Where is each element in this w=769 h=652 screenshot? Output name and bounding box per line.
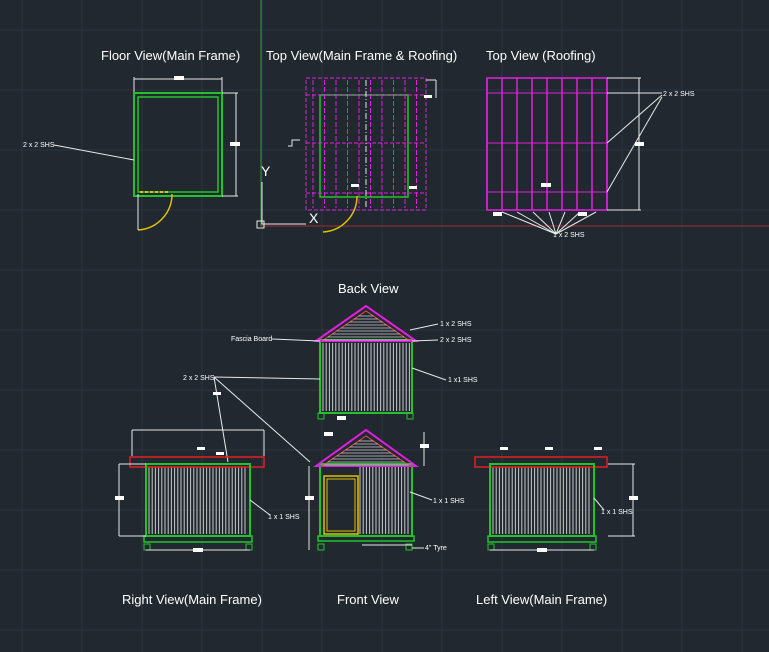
ucs-x-label: X <box>309 210 319 226</box>
callout-1x2-shs-back: 1 x 2 SHS <box>440 321 472 328</box>
callout-1x1-shs-back: 1 x1 SHS <box>448 377 478 384</box>
callout-2x2-shs-elevations: 2 x 2 SHS <box>183 375 215 382</box>
top-view-main-frame-roofing[interactable] <box>288 77 437 233</box>
callout-2x2-shs-roof: 2 x 2 SHS <box>663 91 695 98</box>
top-view-roofing[interactable]: 2 x 2 SHS 1 x 2 SHS <box>486 77 695 239</box>
title-right-view: Right View(Main Frame) <box>122 592 262 607</box>
callout-1x1-shs-left: 1 x 1 SHS <box>601 509 633 516</box>
floor-view[interactable]: 2 x 2 SHS <box>23 76 240 231</box>
ucs-icon: Y X <box>256 163 319 229</box>
callout-2x2-shs-floor: 2 x 2 SHS <box>23 142 55 149</box>
ucs-y-label: Y <box>261 163 271 179</box>
right-view[interactable]: 1 x 1 SHS <box>115 392 300 552</box>
left-view[interactable]: 1 x 1 SHS <box>474 447 638 552</box>
callout-4in-tyre: 4" Tyre <box>425 545 447 552</box>
title-front-view: Front View <box>337 592 400 607</box>
back-view[interactable]: Fascia Board 1 x 2 SHS 2 x 2 SHS 1 x1 SH… <box>231 304 478 420</box>
title-top-view-roofing: Top View (Roofing) <box>486 48 596 63</box>
front-view[interactable]: 1 x 1 SHS 4" Tyre <box>305 416 465 552</box>
title-left-view: Left View(Main Frame) <box>476 592 607 607</box>
callout-1x1-shs-front: 1 x 1 SHS <box>433 498 465 505</box>
callout-1x1-shs-right: 1 x 1 SHS <box>268 514 300 521</box>
title-back-view: Back View <box>338 281 399 296</box>
callout-1x2-shs-roof: 1 x 2 SHS <box>553 232 585 239</box>
callout-fascia-board: Fascia Board <box>231 336 272 343</box>
title-top-view-main-frame-roofing: Top View(Main Frame & Roofing) <box>266 48 457 63</box>
callout-2x2-shs-back: 2 x 2 SHS <box>440 337 472 344</box>
title-floor-view: Floor View(Main Frame) <box>101 48 240 63</box>
callout-group-2x2-shs: 2 x 2 SHS <box>183 375 321 463</box>
